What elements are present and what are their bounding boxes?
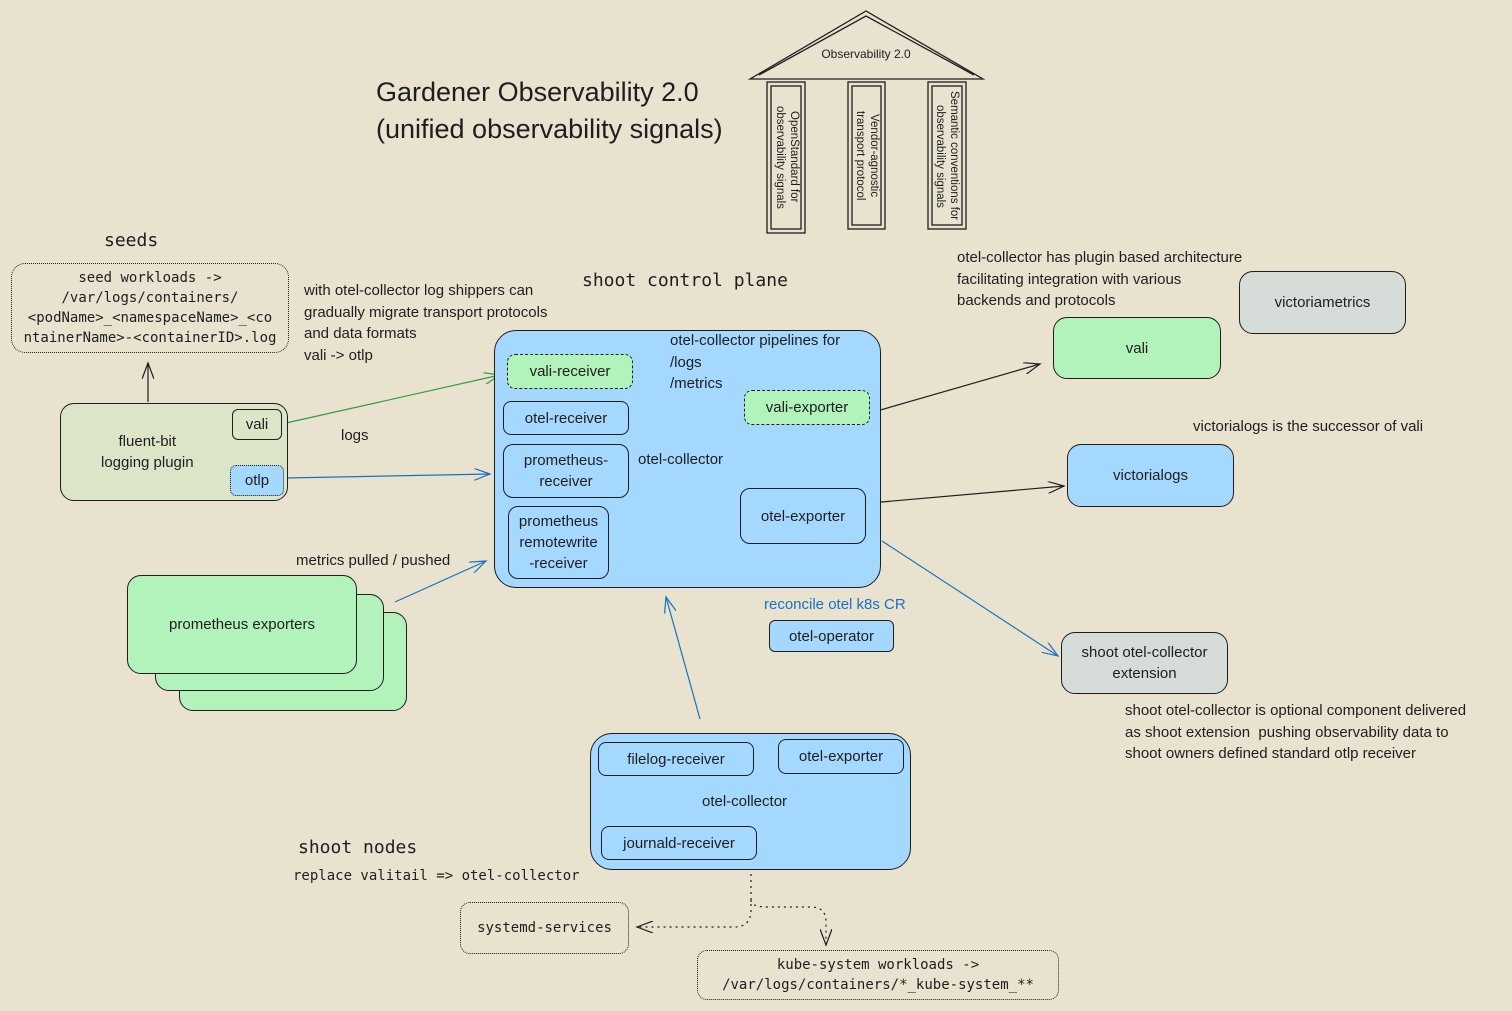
temple-icon [747,10,986,234]
successor-note: victorialogs is the successor of vali [1193,418,1424,435]
pillar-label-semantic-conventions: Semantic conventions for observability s… [934,91,960,221]
shoot-nodes-heading: shoot nodes [298,837,418,858]
title-line-1: Gardener Observability 2.0 [376,77,699,107]
reconcile-label: reconcile otel k8s CR [764,596,906,613]
arrow-otlp-to-collector [285,474,490,478]
seeds-heading: seeds [104,230,159,251]
title-line-2: (unified observability signals) [376,114,723,144]
page-title: Gardener Observability 2.0 (unified obse… [376,74,723,148]
replace-note: replace valitail => otel-collector [293,868,580,884]
control-plane-collector-label: otel-collector [638,451,724,468]
victorialogs: victorialogs [1067,444,1234,507]
control-plane-heading: shoot control plane [582,270,788,291]
extension-note: shoot otel-collector is optional compone… [1125,702,1467,762]
fluent-bit-vali-port: vali [232,409,282,440]
pipelines-note: otel-collector pipelines for /logs /metr… [670,332,841,392]
prometheus-receiver: prometheus- receiver [503,444,629,498]
arrow-otel-exporter-to-victorialogs [869,486,1064,504]
arrow-node-to-systemd [637,874,752,927]
arrow-collector-to-extension [881,540,1058,656]
arrow-node-collector-to-control-plane [666,597,701,720]
vali-backend: vali [1053,317,1221,379]
pillar-label-vendor-agnostic: Vendor-agnostic transport protocol [854,111,880,201]
vali-exporter: vali-exporter [744,390,870,425]
plugin-architecture-note: otel-collector has plugin based architec… [957,249,1243,309]
metrics-label: metrics pulled / pushed [296,552,451,569]
temple-roof-label: Observability 2.0 [821,47,911,61]
control-plane-otel-exporter: otel-exporter [740,488,866,544]
pillar-label-open-standard: OpenStandard for observability signals [774,105,800,209]
arrow-node-to-kube-system [750,899,826,945]
seed-workloads-box: seed workloads -> /var/logs/containers/ … [11,263,289,353]
otel-operator: otel-operator [769,620,894,652]
prometheus-remotewrite-receiver: prometheus remotewrite -receiver [508,506,609,579]
node-otel-collector [590,733,911,870]
fluent-bit-otlp-port: otlp [230,465,284,496]
otel-receiver: otel-receiver [503,401,629,435]
arrow-vali-exporter-to-vali [869,364,1040,414]
shoot-otel-collector-extension: shoot otel-collector extension [1061,632,1228,694]
arrow-fluentbit-to-vali-receiver [285,375,500,424]
node-otel-exporter: otel-exporter [778,739,904,774]
prometheus-exporters: prometheus exporters [127,575,357,674]
victoriametrics: victoriametrics [1239,271,1406,334]
journald-receiver: journald-receiver [601,826,757,860]
kube-system-workloads: kube-system workloads -> /var/logs/conta… [697,950,1059,1000]
vali-receiver: vali-receiver [507,354,633,389]
node-collector-label: otel-collector [702,793,788,810]
arrow-exporters-to-collector [394,561,486,603]
migration-note: with otel-collector log shippers can gra… [304,282,548,364]
logs-label: logs [341,427,369,444]
filelog-receiver: filelog-receiver [598,742,754,776]
fluent-bit-label: fluent-bit logging plugin [101,433,194,471]
systemd-services: systemd-services [460,902,629,954]
